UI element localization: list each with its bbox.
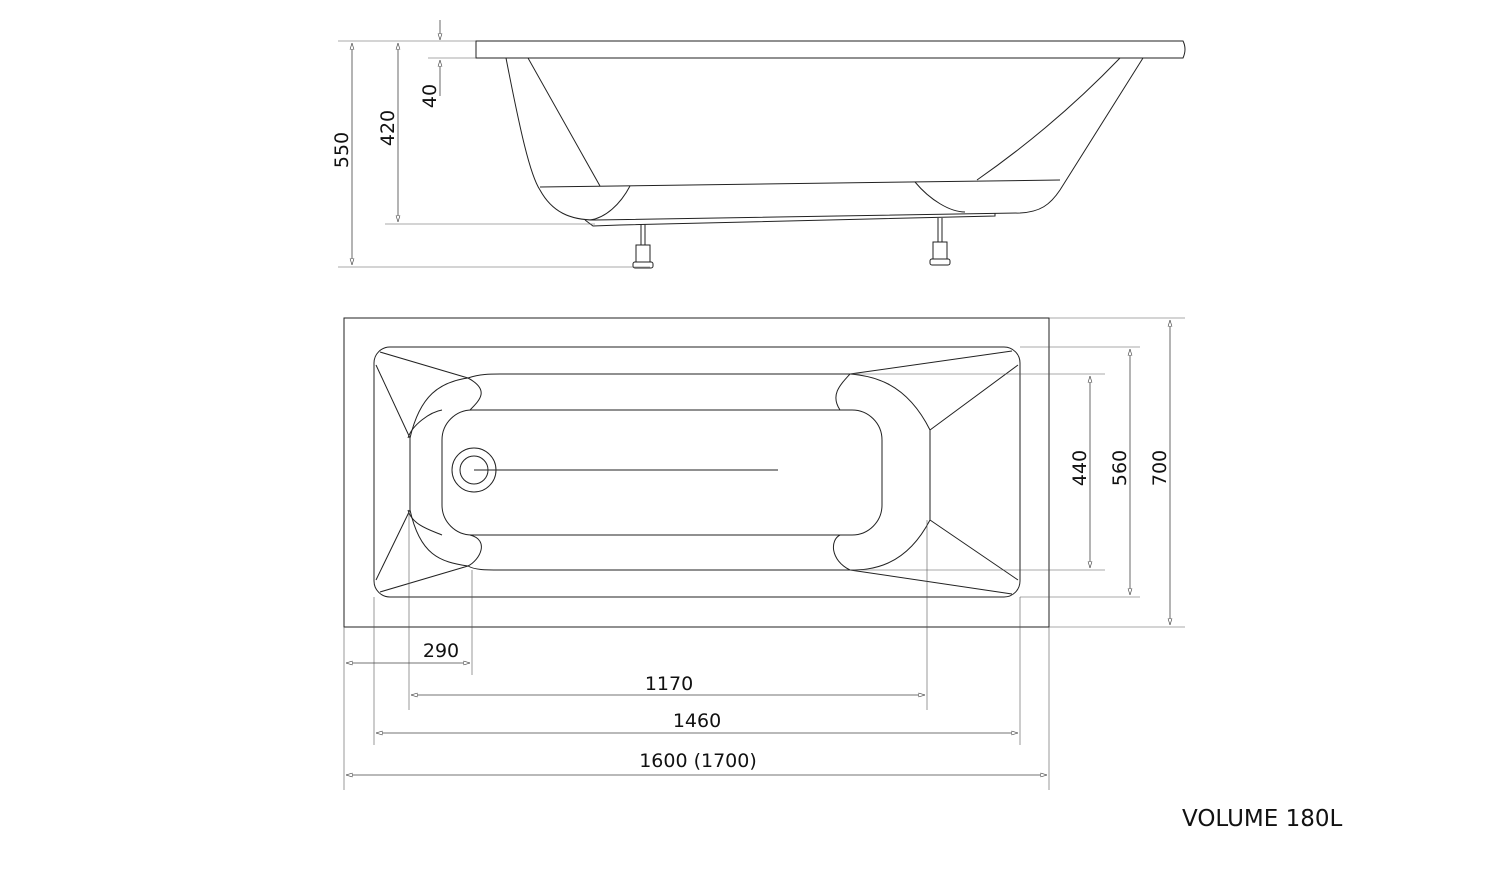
dim-1460: 1460 bbox=[673, 710, 721, 732]
dim-1170: 1170 bbox=[645, 673, 693, 695]
dim-440: 440 bbox=[1069, 450, 1091, 486]
top-view: 700 560 440 290 1170 1460 1600 (1700) bbox=[343, 317, 1185, 790]
dim-420: 420 bbox=[377, 110, 399, 146]
dim-1600: 1600 (1700) bbox=[639, 750, 757, 772]
right-bump bbox=[914, 181, 966, 213]
inner-rim bbox=[373, 346, 1021, 598]
dim-290: 290 bbox=[423, 640, 459, 662]
outer-outline bbox=[343, 317, 1050, 628]
outer-shell bbox=[505, 57, 1144, 221]
leg-left bbox=[632, 224, 654, 269]
inner-left-wall bbox=[527, 57, 601, 187]
side-view: 550 420 40 bbox=[331, 20, 1186, 269]
dim-550: 550 bbox=[331, 132, 353, 168]
left-bump bbox=[589, 185, 631, 221]
rim bbox=[475, 40, 1186, 59]
floor-line bbox=[539, 179, 1061, 188]
corner-lines bbox=[375, 350, 1019, 595]
dim-40: 40 bbox=[419, 84, 441, 108]
inner-right-wall bbox=[976, 57, 1121, 181]
dim-560: 560 bbox=[1109, 450, 1131, 486]
leg-right bbox=[929, 218, 951, 266]
volume-label: VOLUME 180L bbox=[1182, 806, 1343, 832]
basin-floor bbox=[441, 409, 883, 536]
dim-700: 700 bbox=[1149, 450, 1171, 486]
